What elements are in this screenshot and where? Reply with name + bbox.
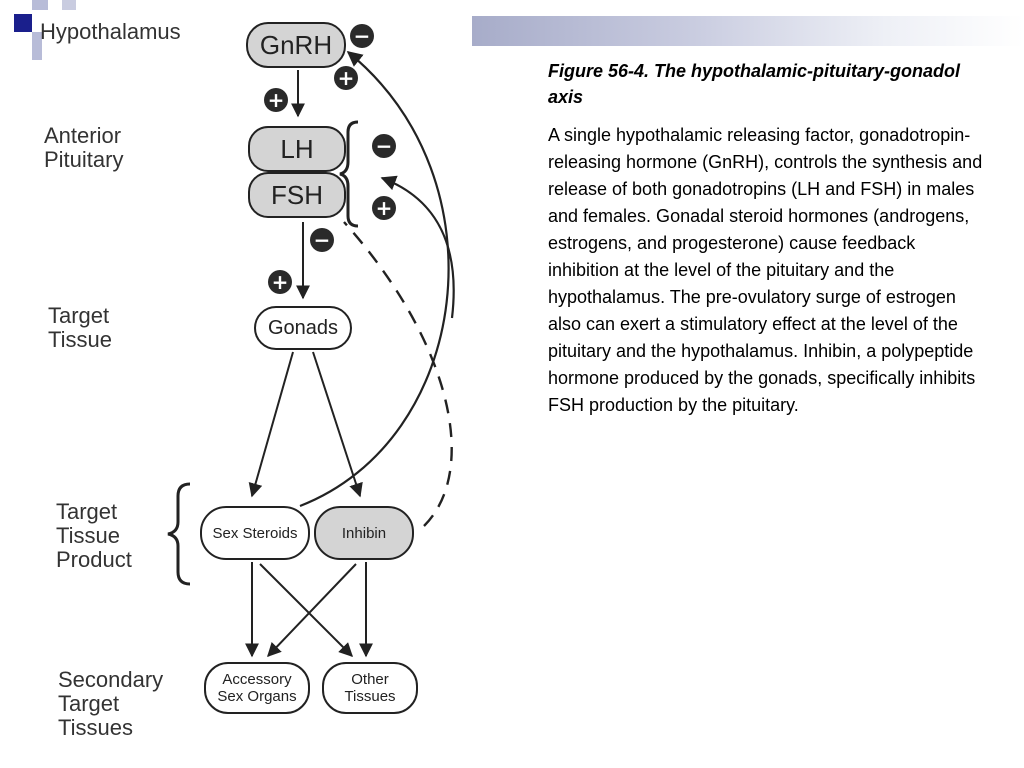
arrow-steroids-to-other	[259, 563, 353, 657]
feedback-inhibin-to-fsh	[343, 221, 453, 527]
plus-sign-icon: +	[372, 196, 396, 220]
accent-square-dark	[14, 14, 32, 32]
pituitary-brace	[339, 120, 359, 228]
plus-sign-icon: +	[264, 88, 288, 112]
level-label-target-tissue: Target Tissue	[48, 303, 112, 352]
node-fsh: FSH	[248, 172, 346, 218]
level-label-secondary-target-tissues: Secondary Target Tissues	[58, 667, 164, 740]
figure-title: Figure 56-4. The hypothalamic-pituitary-…	[548, 61, 961, 107]
feedback-steroids-to-pituitary	[380, 175, 455, 319]
plus-sign-icon: +	[268, 270, 292, 294]
arrow-gonads-to-inhibin	[312, 351, 363, 498]
node-lh: LH	[248, 126, 346, 172]
node-sex-steroids: Sex Steroids	[200, 506, 310, 560]
minus-sign-icon: −	[350, 24, 374, 48]
arrow-inhibin-to-accessory	[267, 563, 357, 658]
accent-square-light	[62, 0, 76, 10]
node-accessory-sex-organs: Accessory Sex Organs	[204, 662, 310, 714]
level-label-target-tissue-product: Target Tissue Product	[56, 499, 132, 572]
node-other-tissues: Other Tissues	[322, 662, 418, 714]
level-label-hypothalamus: Hypothalamus	[40, 19, 181, 44]
accent-square-light	[32, 0, 48, 10]
node-inhibin: Inhibin	[314, 506, 414, 560]
minus-sign-icon: −	[372, 134, 396, 158]
diagram-connectors	[167, 51, 455, 658]
minus-sign-icon: −	[310, 228, 334, 252]
arrow-gonads-to-sex-steroids	[248, 351, 294, 498]
hpg-axis-diagram: Hypothalamus Anterior Pituitary Target T…	[40, 19, 455, 740]
level-label-anterior-pituitary: Anterior Pituitary	[44, 123, 124, 172]
node-gonads: Gonads	[254, 306, 352, 350]
plus-sign-icon: +	[334, 66, 358, 90]
product-brace	[167, 482, 191, 586]
feedback-steroids-to-gnrh	[299, 51, 450, 508]
accent-square-light	[32, 32, 42, 60]
figure-description: A single hypothalamic releasing factor, …	[548, 125, 983, 415]
figure-caption: Figure 56-4. The hypothalamic-pituitary-…	[548, 58, 988, 419]
title-bar-gradient	[472, 16, 1024, 46]
node-gnrh: GnRH	[246, 22, 346, 68]
